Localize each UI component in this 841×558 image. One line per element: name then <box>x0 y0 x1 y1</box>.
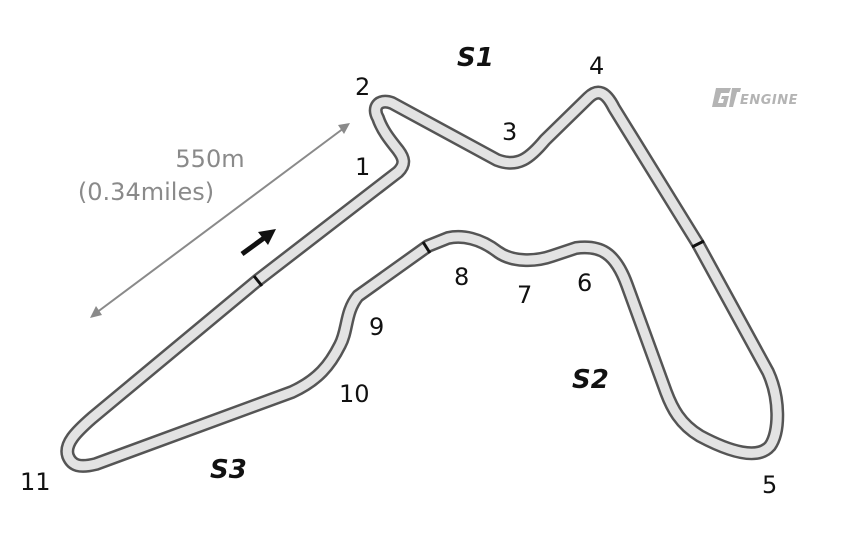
direction-arrow-icon <box>240 229 276 257</box>
turn-label-6: 6 <box>577 269 592 297</box>
scale-indicator: 550m (0.34miles) <box>78 123 350 318</box>
sector-labels: S1 S2 S3 <box>210 43 609 485</box>
turn-label-7: 7 <box>517 281 532 309</box>
turn-label-11: 11 <box>20 468 51 496</box>
turn-label-9: 9 <box>369 313 384 341</box>
sector-marker-s1-s2 <box>691 239 705 249</box>
track-layout <box>60 85 785 473</box>
turn-label-3: 3 <box>502 118 517 146</box>
gt-logo-icon <box>712 88 741 107</box>
turn-label-10: 10 <box>339 380 370 408</box>
scale-distance-alt: (0.34miles) <box>78 178 214 206</box>
scale-arrow-icon <box>95 127 345 314</box>
turn-labels: 1 2 3 4 5 6 7 8 9 10 11 <box>20 52 777 499</box>
turn-label-2: 2 <box>355 73 370 101</box>
logo: ENGINE <box>712 88 798 108</box>
sector-marker-s2-s3 <box>421 241 432 254</box>
sector-marker-finish <box>252 275 264 287</box>
sector-label-s2: S2 <box>572 365 609 395</box>
sector-label-s1: S1 <box>457 43 494 73</box>
turn-label-4: 4 <box>589 52 604 80</box>
turn-label-8: 8 <box>454 263 469 291</box>
turn-label-5: 5 <box>762 471 777 499</box>
turn-label-1: 1 <box>355 153 370 181</box>
track-surface <box>62 88 782 471</box>
sector-label-s3: S3 <box>210 455 247 485</box>
logo-text: ENGINE <box>740 93 798 108</box>
scale-distance: 550m <box>175 145 244 173</box>
